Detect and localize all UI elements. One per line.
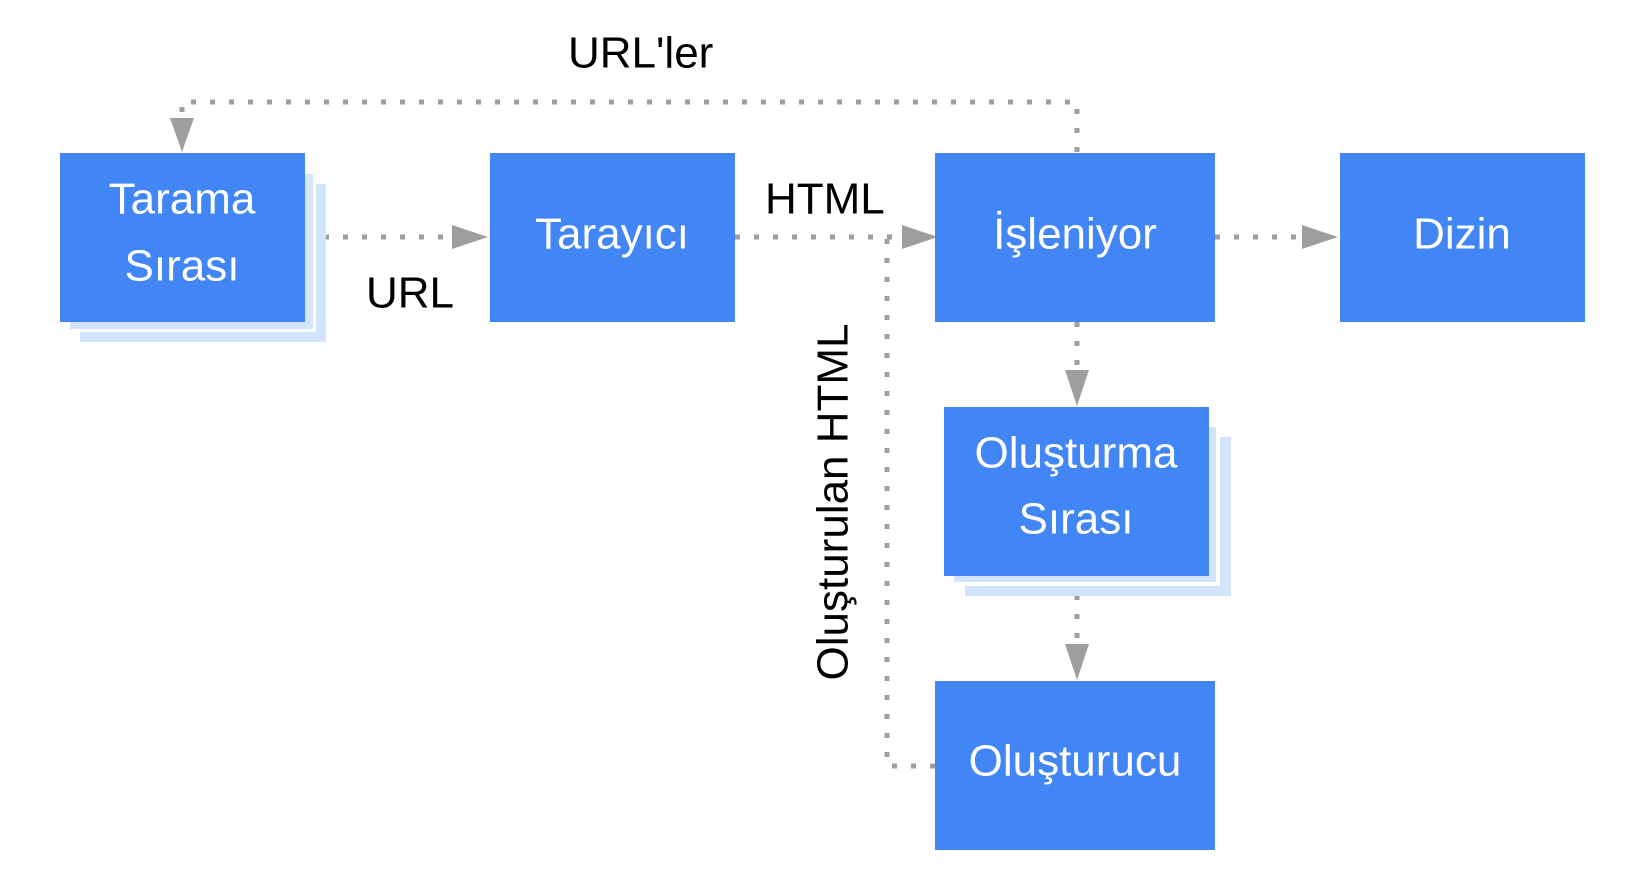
node-box: [935, 681, 1215, 850]
node-box: [1340, 153, 1585, 322]
edge-urls: [179, 99, 1080, 152]
edge-label-url: URL: [366, 269, 454, 318]
arrowhead-icon: [1302, 225, 1338, 249]
arrowhead-icon: [1065, 370, 1089, 406]
arrowhead-icon: [170, 118, 194, 152]
node-crawler: Tarayıcı: [490, 153, 735, 322]
arrowhead-icon: [902, 225, 938, 249]
edge-label-urls: URL'ler: [568, 29, 713, 78]
node-crawl-queue: Tarama Sırası: [60, 153, 326, 342]
arrowhead-icon: [452, 225, 488, 249]
node-label-line1: Tarama: [109, 175, 256, 224]
node-index: Dizin: [1340, 153, 1585, 322]
node-label-line2: Sırası: [1019, 495, 1134, 544]
node-box: [60, 153, 305, 322]
node-label-line2: Sırası: [125, 242, 240, 291]
node-label: Oluşturucu: [969, 737, 1182, 786]
edge-label-html: HTML: [765, 175, 885, 224]
edge-rendered-html: [884, 237, 935, 769]
node-label: İşleniyor: [993, 210, 1157, 259]
node-box: [935, 153, 1215, 322]
node-render-queue: Oluşturma Sırası: [944, 407, 1231, 596]
node-label: Dizin: [1413, 210, 1511, 259]
edge-label-rendered-html: Oluşturulan HTML: [809, 323, 858, 680]
node-processing: İşleniyor: [935, 153, 1215, 322]
node-box: [490, 153, 735, 322]
arrowhead-icon: [1065, 644, 1089, 680]
node-label-line1: Oluşturma: [975, 429, 1178, 478]
node-renderer: Oluşturucu: [935, 681, 1215, 850]
node-box: [944, 407, 1209, 576]
node-label: Tarayıcı: [535, 210, 689, 259]
